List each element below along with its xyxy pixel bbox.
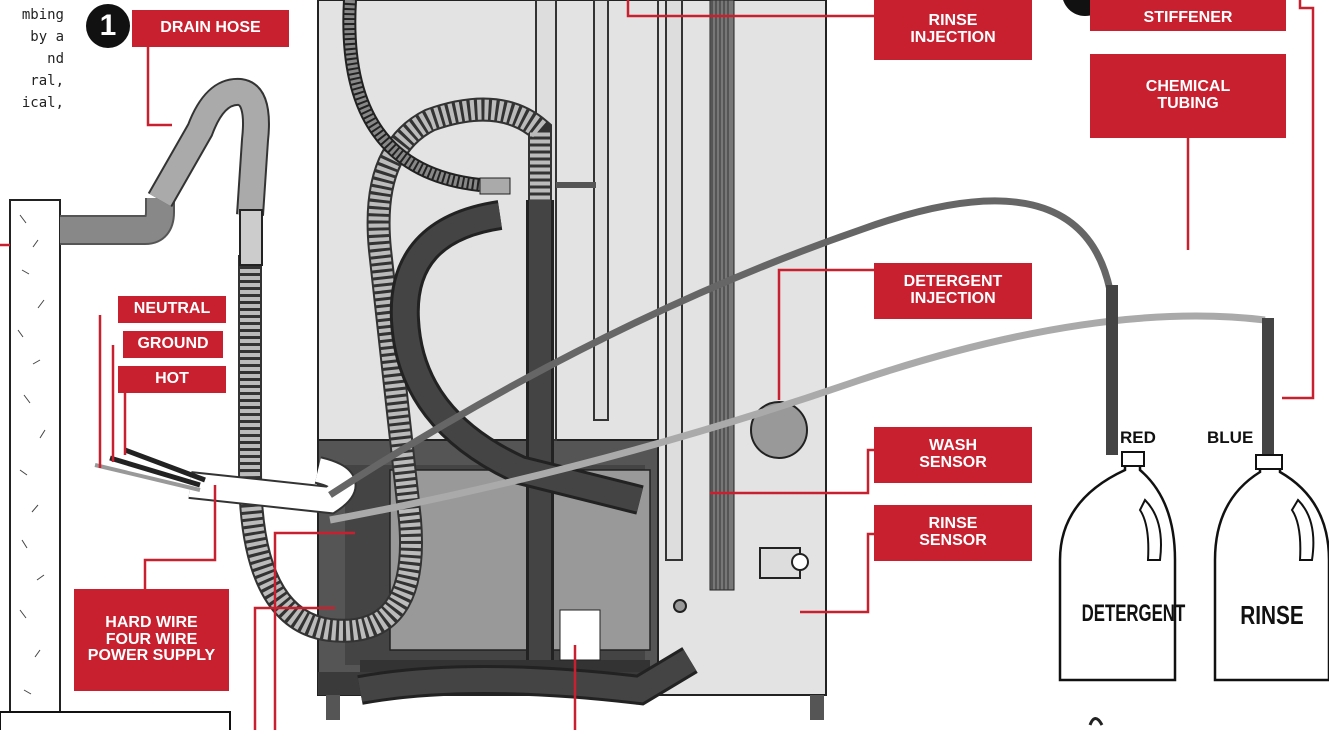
wall [9,199,61,721]
label-hard-wire-power-supply: HARD WIRE FOUR WIRE POWER SUPPLY [74,589,229,691]
blue-chemical-tube [329,312,1266,524]
detergent-container-label: DETERGENT [1081,600,1186,627]
label-wash-sensor: WASH SENSOR [874,427,1032,483]
rinse-jug [1213,454,1329,682]
intro-line: mbing [21,7,64,23]
label-ground-text: GROUND [137,335,209,353]
label-line: INJECTION [910,29,996,46]
label-line: CHEMICAL [1145,78,1231,96]
red-chemical-tube [328,197,1114,498]
label-rinse-injection: RINSE INJECTION [874,0,1032,60]
label-drain-hose-text: DRAIN HOSE [160,19,261,37]
rinse-container-label: RINSE [1240,600,1304,630]
tubing-label-blue: BLUE [1207,428,1254,447]
intro-line: by a [30,29,64,45]
step-number-badge: 1 [86,4,130,48]
label-neutral: NEUTRAL [118,296,226,323]
label-line: RINSE [928,12,978,30]
label-line: DETERGENT [903,273,1003,291]
label-stiffener-text: STIFFENER [1143,9,1233,27]
label-hot: HOT [118,366,226,393]
label-line: SENSOR [919,454,987,471]
intro-text: mbing by a nd ral, ical, [0,4,64,114]
label-rinse-sensor: RINSE SENSOR [874,505,1032,561]
intro-line: ral, [30,73,64,89]
label-ground: GROUND [123,331,223,358]
floor-box [0,711,231,730]
label-hot-text: HOT [155,370,189,388]
label-line: HARD WIRE [105,613,198,631]
detergent-jug [1058,451,1177,682]
label-line: WASH [929,437,977,455]
label-line: SENSOR [919,532,987,549]
intro-line: nd [47,51,64,67]
label-neutral-text: NEUTRAL [133,300,211,318]
intro-line: ical, [21,95,64,111]
label-line: POWER SUPPLY [87,647,216,665]
label-drain-hose: DRAIN HOSE [132,10,289,47]
label-detergent-injection: DETERGENT INJECTION [874,263,1032,319]
tubing-label-red: RED [1120,428,1156,447]
label-stiffener: STIFFENER [1090,0,1286,31]
label-line: FOUR WIRE [105,630,198,648]
label-line: INJECTION [910,290,996,307]
label-line: RINSE [928,515,978,533]
label-line: TUBING [1157,95,1219,112]
label-chemical-tubing: CHEMICAL TUBING [1090,54,1286,138]
